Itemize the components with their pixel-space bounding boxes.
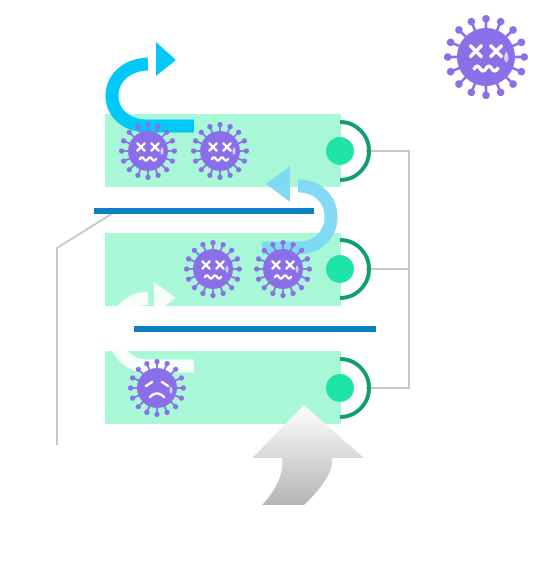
divider-1 bbox=[94, 208, 314, 214]
airflow-arrow-icon bbox=[105, 42, 194, 133]
dividers bbox=[94, 208, 376, 332]
virus-weakened-icon bbox=[128, 359, 186, 417]
wiring bbox=[56, 150, 410, 445]
virus-dead-icon bbox=[184, 240, 242, 298]
uv-lamp-icon bbox=[326, 238, 371, 300]
airflow-arrows bbox=[105, 42, 338, 373]
uv-lamps bbox=[326, 120, 371, 419]
wire-left bbox=[56, 212, 114, 445]
virus-dead-icon bbox=[254, 240, 312, 298]
virus-dead-icon bbox=[119, 122, 177, 180]
divider-2 bbox=[134, 326, 376, 332]
virus-dead-icon bbox=[443, 14, 529, 100]
uv-lamp-icon bbox=[326, 120, 371, 182]
airflow-arrow-icon bbox=[262, 166, 338, 255]
virus-dead-icon bbox=[191, 122, 249, 180]
virus-layer bbox=[119, 14, 529, 417]
intake-arrow-icon bbox=[252, 405, 364, 505]
airflow-arrow-icon bbox=[108, 282, 194, 373]
uv-lamp-icon bbox=[326, 357, 371, 419]
